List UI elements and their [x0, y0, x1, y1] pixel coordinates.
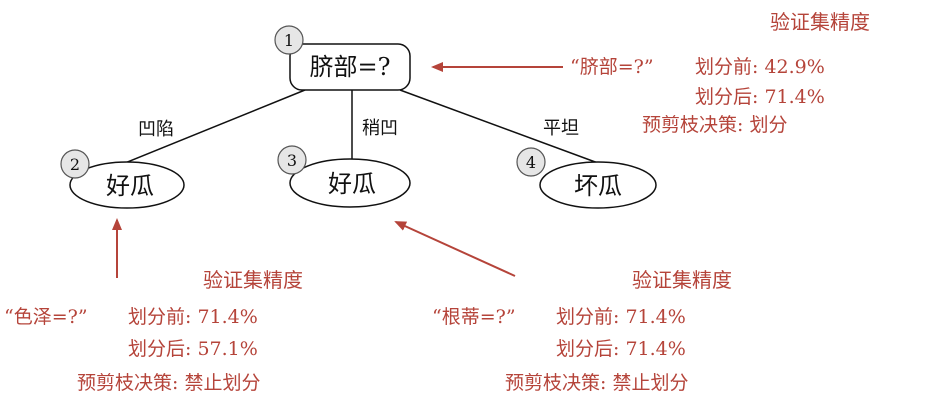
annotation-node3-question: “根蒂=?” [432, 306, 516, 328]
leaf-node-3-ellipse [289, 158, 411, 208]
annotation-root: 验证集精度 “脐部=?” 划分前: 42.9% 划分后: 71.4% 预剪枝决策… [570, 10, 870, 136]
annotation-root-decision: 预剪枝决策: 划分 [642, 114, 787, 136]
annotation-node2-after: 划分后: 57.1% [128, 338, 258, 360]
edge-label-slightly-concave: 稍凹 [362, 118, 398, 139]
annotation-node3-title: 验证集精度 [632, 268, 732, 292]
annotation-node3-before: 划分前: 71.4% [556, 306, 686, 328]
root-node-number: 1 [284, 31, 294, 50]
annotation-root-title: 验证集精度 [770, 10, 870, 34]
annotation-node3: 验证集精度 “根蒂=?” 划分前: 71.4% 划分后: 71.4% 预剪枝决策… [432, 268, 732, 394]
leaf-node-4: 坏瓜 4 [516, 147, 657, 209]
annotation-node2-before: 划分前: 71.4% [128, 306, 258, 328]
leaf-node-4-number: 4 [526, 153, 536, 172]
edge-root-to-node2 [124, 89, 306, 164]
edge-root-to-node4 [399, 89, 599, 164]
edge-label-concave: 凹陷 [138, 119, 174, 140]
root-node-box [289, 43, 411, 91]
annotation-node2-question: “色泽=?” [4, 306, 88, 328]
leaf-node-2-number: 2 [70, 155, 80, 174]
annotation-node3-after: 划分后: 71.4% [556, 338, 686, 360]
leaf-node-3-number-badge [277, 145, 307, 175]
root-node-label: 脐部=? [310, 53, 391, 81]
leaf-node-2-label: 好瓜 [106, 172, 154, 200]
leaf-node-2-ellipse [69, 161, 185, 209]
leaf-node-4-ellipse [539, 161, 657, 209]
leaf-node-3-label: 好瓜 [328, 170, 376, 198]
leaf-node-2-number-badge [60, 149, 90, 179]
annotation-root-before: 划分前: 42.9% [695, 56, 825, 78]
root-node: 脐部=? 1 [274, 25, 411, 91]
arrow-to-node3 [394, 221, 516, 277]
annotation-root-after: 划分后: 71.4% [695, 86, 825, 108]
annotation-root-question: “脐部=?” [570, 56, 654, 78]
annotation-node3-decision: 预剪枝决策: 禁止划分 [505, 372, 688, 394]
leaf-node-3: 好瓜 3 [277, 145, 411, 208]
annotation-node2: 验证集精度 “色泽=?” 划分前: 71.4% 划分后: 57.1% 预剪枝决策… [4, 268, 303, 394]
annotation-node2-decision: 预剪枝决策: 禁止划分 [77, 372, 260, 394]
edge-label-flat: 平坦 [543, 118, 579, 139]
annotation-node2-title: 验证集精度 [203, 268, 303, 292]
leaf-node-3-number: 3 [287, 151, 297, 170]
leaf-node-4-label: 坏瓜 [574, 172, 622, 200]
leaf-node-2: 好瓜 2 [60, 149, 185, 209]
root-node-number-badge [274, 25, 304, 55]
leaf-node-4-number-badge [516, 147, 546, 177]
